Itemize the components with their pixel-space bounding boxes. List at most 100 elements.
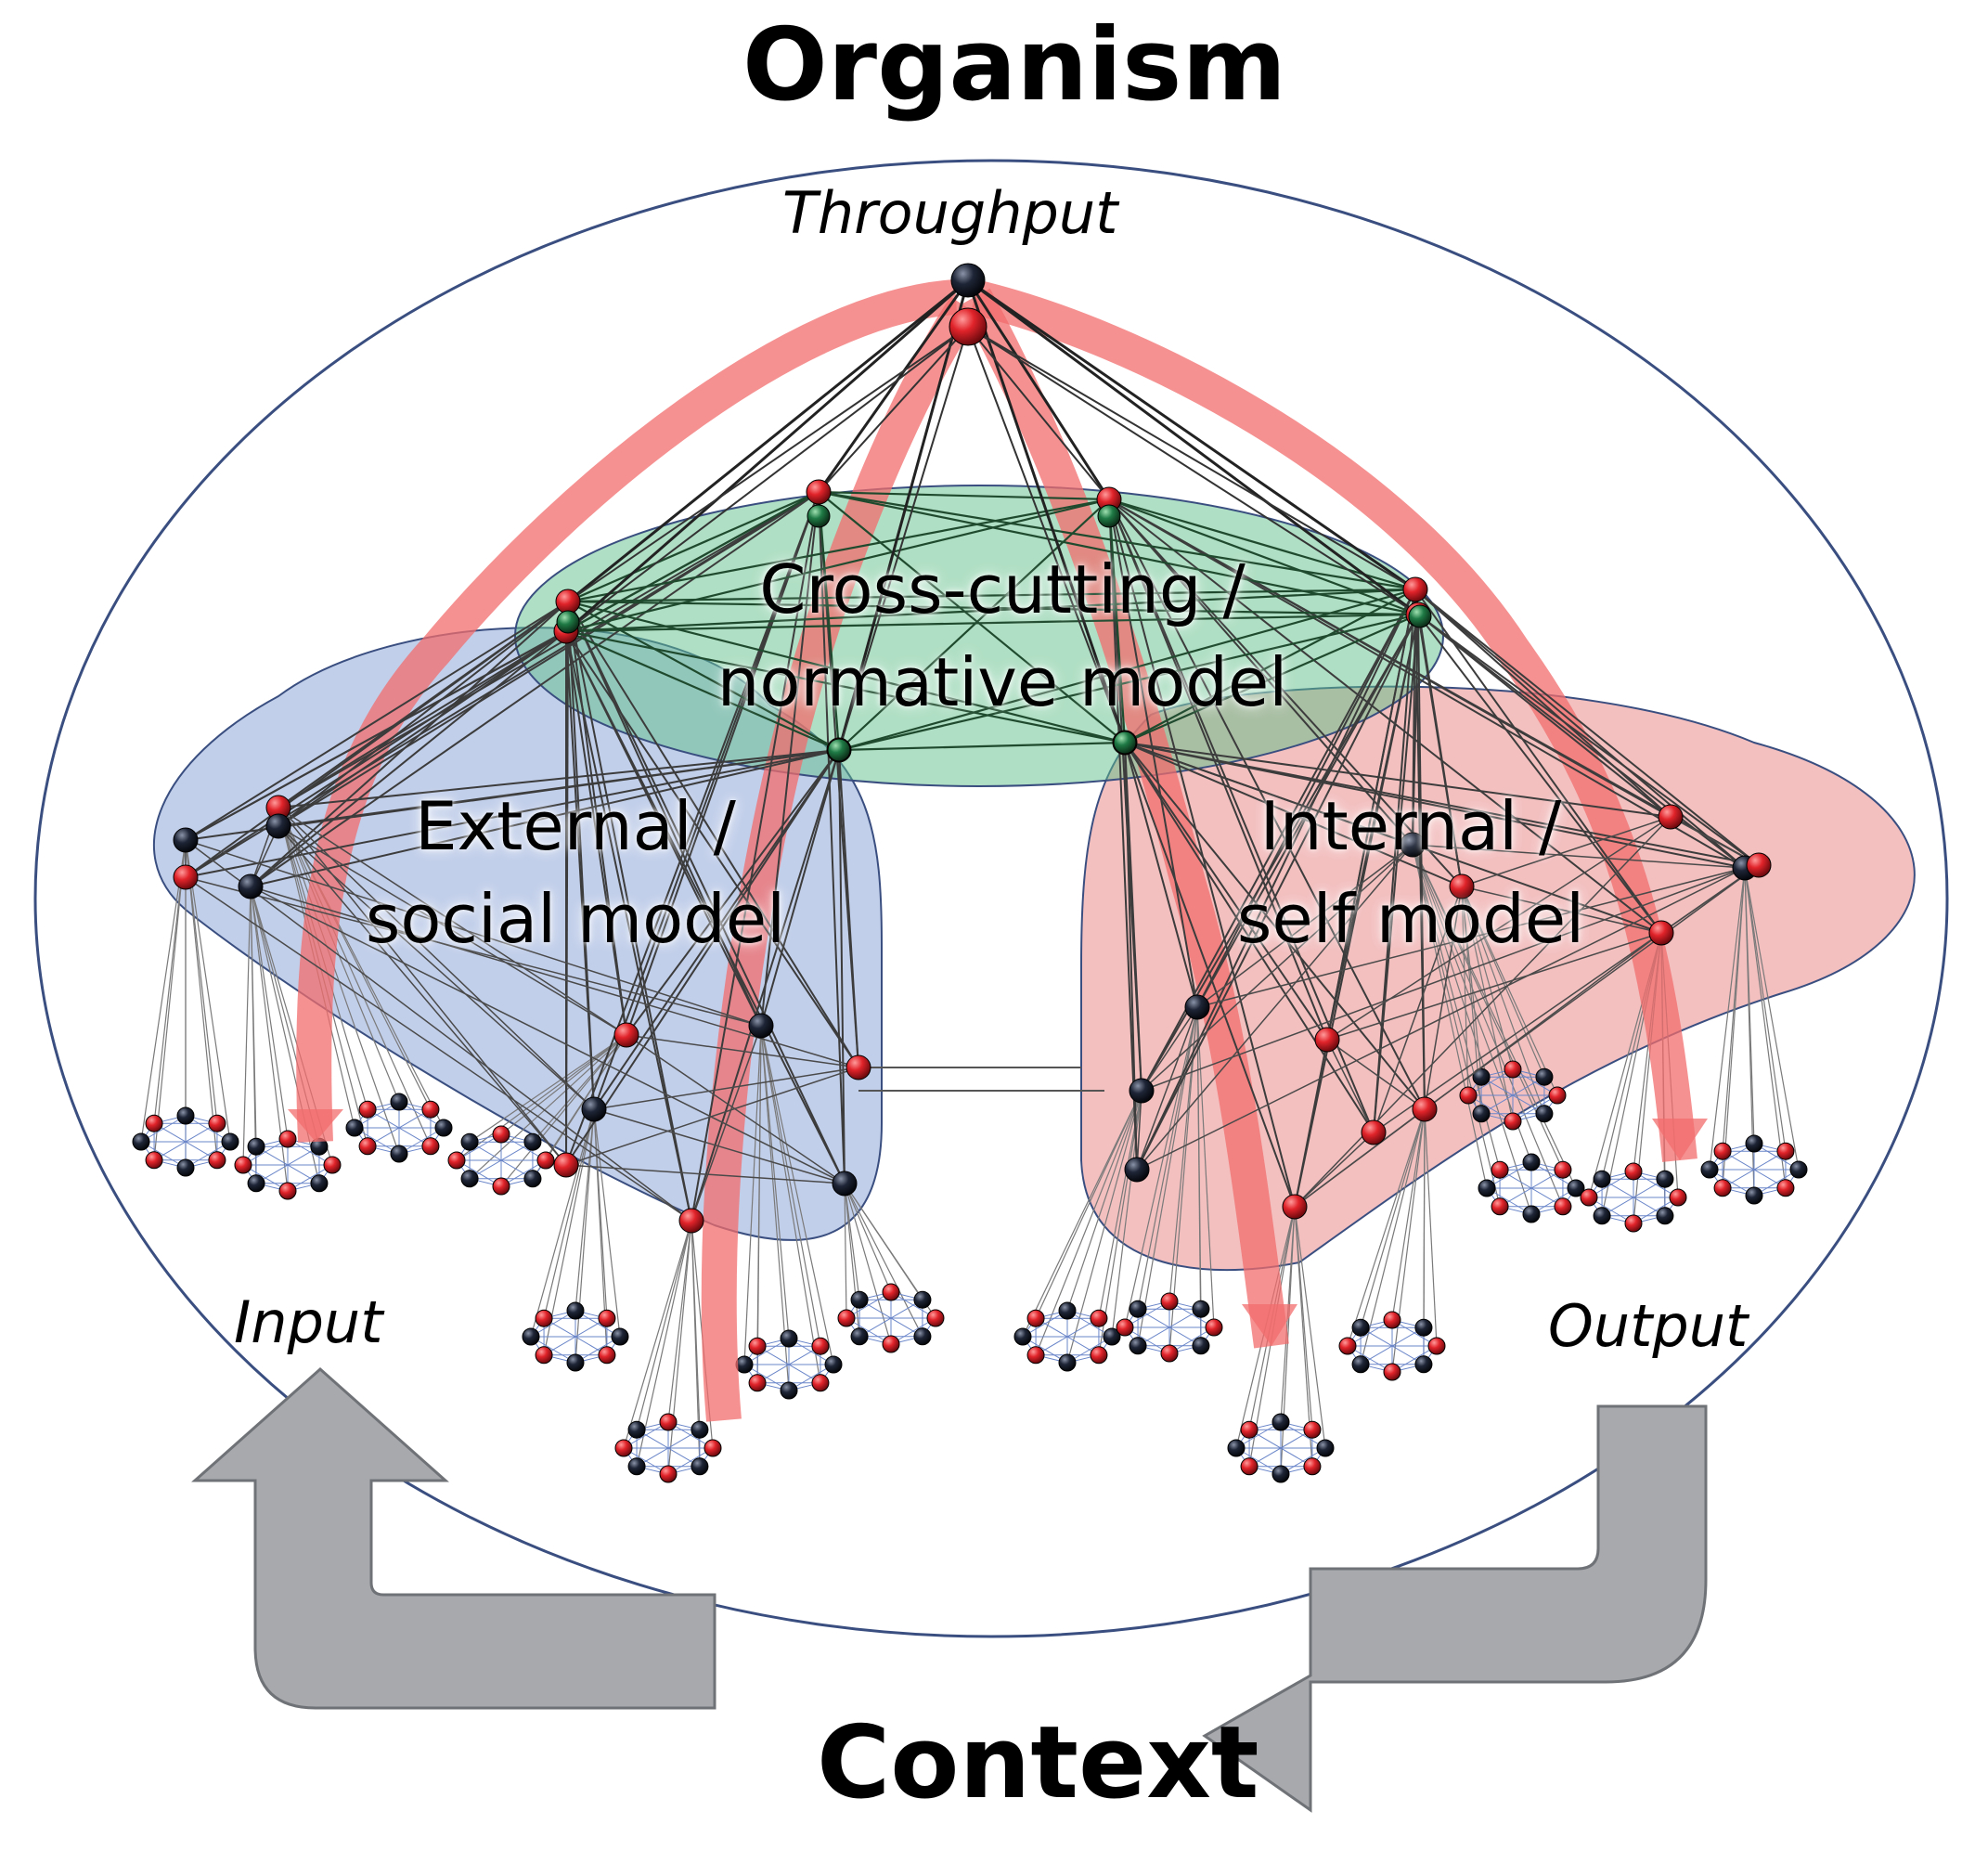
ring-edge <box>1108 498 1419 616</box>
ring-node <box>806 479 832 505</box>
network-edge <box>691 491 820 1222</box>
network-edge <box>1417 614 1662 934</box>
cluster-node <box>247 1137 265 1156</box>
ring-edge <box>565 613 1419 633</box>
network-edge <box>1124 742 1662 934</box>
cluster-node <box>1026 1309 1045 1327</box>
cluster-node <box>1522 1153 1541 1171</box>
network-edge <box>278 825 627 1036</box>
cluster-node <box>523 1170 542 1188</box>
cluster-node <box>1656 1207 1674 1225</box>
network-edge <box>250 491 820 887</box>
network-node <box>265 813 291 839</box>
fan-edge <box>469 1034 627 1143</box>
cluster-node <box>811 1374 830 1392</box>
cluster-node <box>1745 1134 1763 1153</box>
cluster-node <box>1205 1318 1223 1337</box>
network-edge <box>593 1108 845 1184</box>
cluster-node <box>1026 1346 1045 1365</box>
ring-node <box>827 738 851 762</box>
network-edge <box>1461 816 1672 887</box>
network-edge <box>1196 614 1419 1008</box>
cluster-node <box>882 1283 900 1301</box>
fan-edge <box>667 1220 692 1423</box>
cluster-node <box>598 1346 616 1365</box>
cluster-node <box>1351 1355 1370 1374</box>
fan-edge <box>1391 1108 1426 1373</box>
cluster-node <box>1383 1363 1401 1381</box>
cluster-node <box>447 1151 466 1170</box>
cluster-edge <box>1137 1308 1202 1347</box>
cluster-edge <box>543 1317 608 1356</box>
red-flow-arrow <box>959 288 1289 1349</box>
cluster-node <box>735 1355 754 1374</box>
cluster-node <box>460 1132 479 1151</box>
network-node <box>613 1022 639 1048</box>
cluster-node <box>1522 1205 1541 1223</box>
network-edge <box>1294 589 1416 1208</box>
fan-edge <box>1412 844 1532 1215</box>
cluster-edge <box>1499 1169 1564 1208</box>
fan-edge <box>636 1220 692 1467</box>
ring-node <box>555 589 581 615</box>
ring-edge <box>567 588 1416 603</box>
network-edge <box>250 749 840 887</box>
cluster-node <box>522 1327 540 1346</box>
network-edge <box>1326 1039 1426 1110</box>
organism-boundary <box>33 159 1949 1638</box>
network-node <box>1184 994 1210 1020</box>
cluster-node <box>523 1132 542 1151</box>
internal-model-line2: self model <box>1236 880 1585 958</box>
network-edge <box>1417 614 1463 887</box>
network-edge <box>1108 498 1662 934</box>
cluster-node <box>1776 1179 1795 1197</box>
network-edge <box>565 630 692 1222</box>
fan-edge <box>760 1025 790 1391</box>
cluster-node <box>1351 1318 1370 1337</box>
network-edge <box>1136 844 1413 1171</box>
fan-edge <box>1412 844 1564 1208</box>
fan-edge <box>1066 1090 1142 1364</box>
fan-edge <box>1461 886 1545 1078</box>
fan-edge <box>250 886 289 1140</box>
network-edge <box>691 749 840 1222</box>
external-model-line1: External / <box>415 787 736 865</box>
cluster-node <box>566 1301 585 1320</box>
network-edge <box>1326 932 1662 1041</box>
cluster-node <box>1058 1301 1077 1320</box>
network-edge <box>1108 498 1296 1208</box>
cluster-edge <box>367 1108 432 1147</box>
network-edge <box>1196 844 1413 1008</box>
cluster-node <box>1580 1188 1598 1207</box>
internal-model-line1: Internal / <box>1259 787 1562 865</box>
red-flow-arrow <box>701 296 980 1422</box>
cluster-node <box>1504 1112 1522 1131</box>
cluster-node <box>1013 1327 1032 1346</box>
flow-arrow-head <box>1242 1304 1297 1346</box>
fan-edge <box>844 1183 860 1337</box>
cluster-node <box>1427 1337 1446 1355</box>
cluster-node <box>1593 1170 1611 1188</box>
network-node <box>1361 1119 1387 1145</box>
cluster-node <box>145 1151 163 1170</box>
apex-edge <box>967 326 1110 500</box>
network-node <box>1314 1027 1340 1053</box>
network-edge <box>1108 498 1328 1041</box>
network-edge <box>1414 589 1746 869</box>
fan-edge <box>844 1183 847 1319</box>
network-edge <box>1136 1090 1142 1171</box>
cluster-node <box>1338 1337 1357 1355</box>
fan-edge <box>1412 844 1501 1207</box>
network-edge <box>185 839 762 1027</box>
network-edge <box>278 807 627 1036</box>
cluster-node <box>598 1309 616 1327</box>
fan-edge <box>844 1183 923 1300</box>
cluster-node <box>1554 1197 1572 1216</box>
network-edge <box>1373 886 1463 1133</box>
cluster-node <box>837 1309 856 1327</box>
network-edge <box>626 1034 845 1184</box>
network-edge <box>1108 498 1375 1133</box>
cluster-node <box>208 1114 226 1132</box>
fan-edge <box>760 1025 821 1347</box>
